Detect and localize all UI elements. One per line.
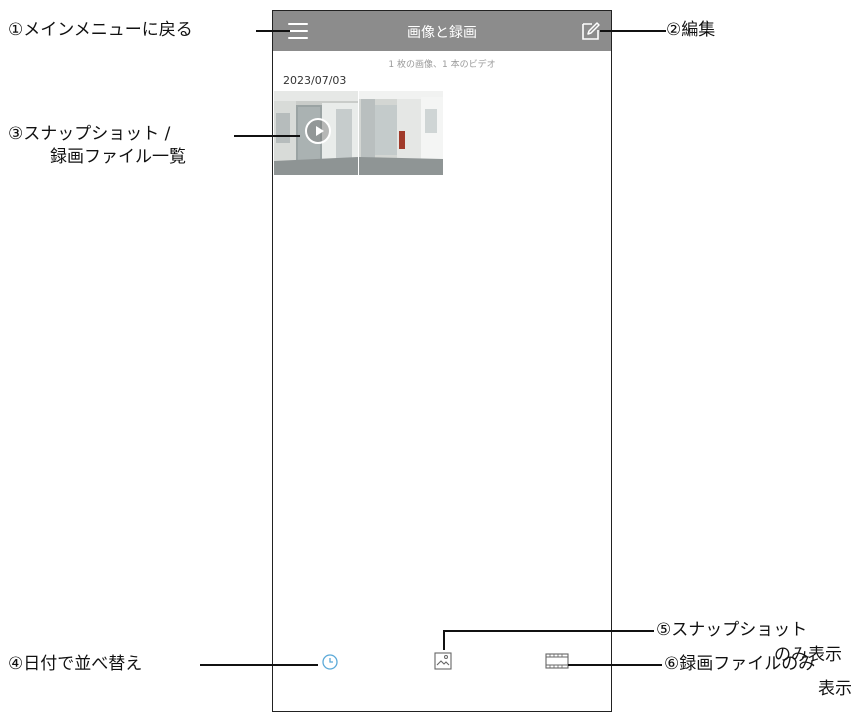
menu-button[interactable]: [285, 20, 311, 42]
sort-by-date-button[interactable]: [321, 653, 339, 675]
image-icon: [434, 652, 452, 670]
annotation-line-sort: [200, 664, 318, 666]
annotation-list-line1: ③スナップショット /: [8, 124, 171, 144]
annotation-edit: ②編集: [666, 20, 716, 40]
annotation-line-snap-h: [444, 630, 654, 632]
annotation-snap-line2: のみ表示: [774, 645, 842, 665]
page-title: 画像と録画: [407, 25, 477, 41]
clock-icon: [322, 654, 338, 670]
photos-only-button[interactable]: [433, 651, 453, 675]
edit-pencil-icon: [582, 22, 600, 40]
annotation-video-line2: 表示: [818, 679, 852, 699]
annotation-list-line2: 録画ファイル一覧: [50, 147, 186, 167]
annotation-line-edit: [600, 30, 666, 32]
annotation-line-menu: [256, 30, 290, 32]
play-icon: [305, 118, 331, 144]
phone-screen: 画像と録画 1 枚の画像、1 本のビデオ 2023/07/03: [272, 10, 612, 712]
annotation-sort: ④日付で並べ替え: [8, 654, 143, 674]
hamburger-line: [288, 37, 308, 39]
annotation-snap-line1: ⑤スナップショット: [656, 620, 808, 640]
annotation-line-list: [234, 135, 300, 137]
videos-only-button[interactable]: [545, 652, 569, 674]
annotation-video-line1: ⑥録画ファイルのみ: [664, 654, 816, 674]
image-thumbnail[interactable]: [359, 91, 443, 175]
annotation-menu: ①メインメニューに戻る: [8, 20, 193, 40]
hamburger-menu-icon: [288, 23, 308, 25]
date-group-label: 2023/07/03: [283, 74, 347, 87]
annotation-line-video: [568, 664, 662, 666]
hamburger-line: [288, 30, 308, 32]
annotation-line-snap-v: [443, 630, 445, 650]
film-icon: [545, 653, 569, 669]
edit-button[interactable]: [579, 19, 603, 43]
image-thumbnail-image: [359, 91, 443, 175]
video-thumbnail[interactable]: [274, 91, 358, 175]
app-bar: 画像と録画: [273, 11, 611, 51]
file-count: 1 枚の画像、1 本のビデオ: [388, 60, 496, 70]
